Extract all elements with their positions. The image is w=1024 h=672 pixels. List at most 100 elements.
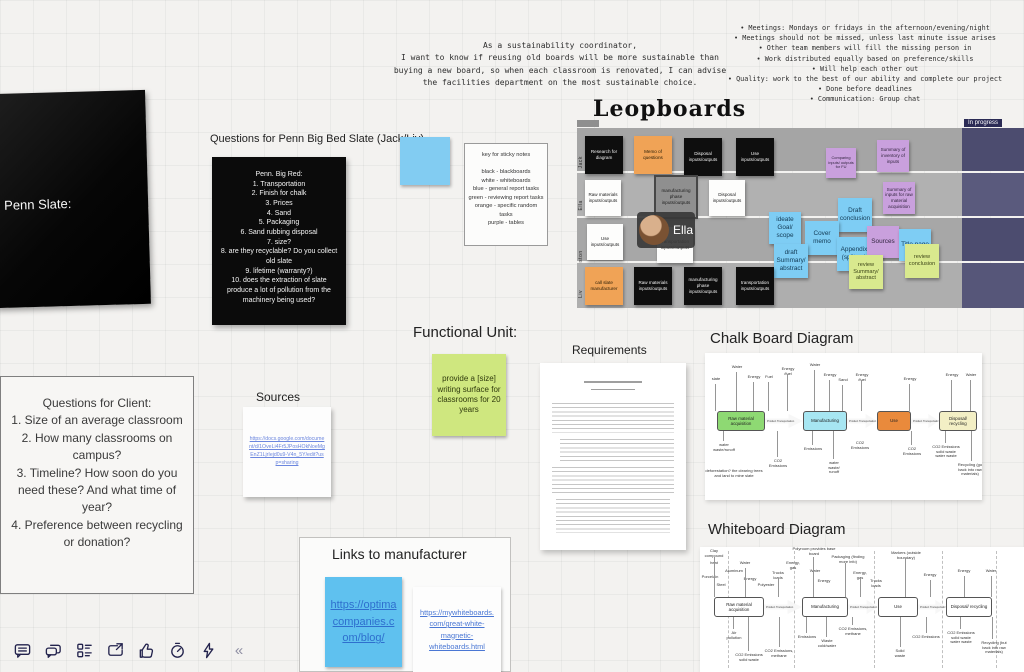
requirements-heading[interactable]: Requirements	[572, 343, 647, 357]
diagram-label: CO2 Emissions solid waste water waste	[932, 444, 960, 459]
leopboards-kanban-board[interactable]: In progress Jack Ella Preston Liv Resear…	[577, 119, 1024, 308]
requirements-document[interactable]	[540, 363, 686, 550]
diagram-label: Aluminum	[725, 568, 743, 573]
diagram-label: CO2 Emissions, methane	[838, 626, 868, 636]
diagram-arrow: Product Transportation	[764, 599, 802, 615]
sticky-note[interactable]: Raw materials inputs/outputs	[585, 180, 621, 216]
leopboards-title[interactable]: Leopboards	[593, 96, 747, 122]
whiteboard-diagram[interactable]: Clay compound heat Porcelain Steel Alumi…	[700, 546, 1024, 672]
sticky-note[interactable]: Summary of inputs for raw material acqui…	[883, 182, 915, 214]
functional-unit-note[interactable]: provide a [size] writing surface for cla…	[432, 354, 506, 436]
diagram-label: Steel	[716, 582, 726, 587]
sources-link[interactable]: https://docs.google.com/document/d/1OveL…	[249, 436, 325, 466]
sticky-note[interactable]: Raw materials inputs/outputs	[634, 267, 672, 305]
sticky-note[interactable]: Research for diagram	[585, 136, 623, 174]
diagram-label: CO2 Emissions solid waste water waste	[947, 630, 975, 645]
lightning-icon	[203, 642, 213, 658]
whiteboard-diagram-heading[interactable]: Whiteboard Diagram	[708, 521, 846, 538]
sticky-note[interactable]: Cover memo	[805, 221, 839, 255]
frames-button[interactable]	[74, 640, 94, 660]
sticky-note[interactable]: Disposal inputs/outputs	[709, 180, 745, 216]
collapse-toolbar-button[interactable]: «	[229, 640, 249, 660]
diagram-label: water waste/ runoff	[828, 460, 840, 475]
chat-button[interactable]	[43, 640, 63, 660]
sticky-note[interactable]: Sources	[867, 226, 899, 258]
sticky-note[interactable]: Use inputs/outputs	[587, 224, 623, 260]
sticky-note[interactable]: ideate Goal/ scope	[769, 212, 801, 244]
doc-paragraph	[552, 467, 674, 493]
diagram-label: water waste/runoff	[713, 442, 735, 452]
diagram-label: Trucks loads	[772, 570, 784, 579]
diagram-label: CO2 Emissions	[902, 446, 922, 456]
quick-actions-button[interactable]	[198, 640, 218, 660]
thumbs-up-icon	[139, 643, 153, 658]
client-questions-box[interactable]: Questions for Client: 1. Size of an aver…	[0, 376, 194, 594]
diagram-label: Solid waste	[894, 648, 906, 658]
swimlane-label: Ella	[578, 199, 584, 211]
diagram-label: Polyroom provides base board	[792, 546, 836, 556]
collapse-chevrons-icon: «	[234, 641, 244, 659]
team-norms-text[interactable]: • Meetings: Mondays or fridays in the af…	[727, 24, 1003, 104]
diagram-arrow: Product Transportation	[911, 413, 939, 429]
timer-button[interactable]	[167, 640, 187, 660]
chalk-diagram[interactable]: slate Water Energy Fuel Energy /fuel Wat…	[705, 353, 982, 500]
sticky-note[interactable]: Use inputs/outputs	[736, 138, 774, 176]
present-button[interactable]	[105, 640, 125, 660]
doc-paragraph	[556, 499, 670, 533]
sticky-note[interactable]: manufacturing phase inputs/outputs	[684, 267, 722, 305]
diagram-label: Emissions	[797, 634, 817, 639]
diagram-label: Waste cold/water	[817, 638, 837, 648]
diagram-label: Emissions	[803, 446, 823, 451]
manufacturer-link-sticky-1[interactable]: https://optimacompanies.com/blog/	[325, 577, 402, 667]
sources-heading[interactable]: Sources	[256, 390, 301, 404]
blank-blue-sticky[interactable]	[400, 137, 450, 185]
in-progress-column	[962, 173, 1024, 216]
diagram-label: Energy	[743, 576, 757, 581]
swimlane-label: Liv	[578, 289, 584, 298]
sticky-note[interactable]: Disposal inputs/outputs	[684, 138, 722, 176]
bottom-toolbar[interactable]: «	[12, 640, 249, 660]
penn-slate-image[interactable]: Penn Slate:	[0, 89, 151, 309]
swimlane-label: Jack	[578, 155, 584, 168]
diagram-label: Polyester	[757, 582, 775, 587]
sources-sticky[interactable]: https://docs.google.com/document/d/1OveL…	[243, 407, 331, 497]
chalk-diagram-heading[interactable]: Chalk Board Diagram	[710, 330, 854, 347]
diagram-label: Energy, gas	[786, 560, 800, 570]
sticky-note[interactable]: call slate manufacturer	[585, 267, 623, 305]
sticky-note[interactable]: review conclusion	[905, 244, 939, 278]
penn-questions-heading[interactable]: Questions for Penn Big Bed Slate (Jack/L…	[210, 133, 424, 145]
diagram-label: Energy	[747, 374, 761, 379]
penn-questions-note[interactable]: Penn. Big Red: 1. Transportation 2. Fini…	[212, 157, 346, 325]
sticky-note[interactable]: Summary of inventory of inputs	[877, 140, 909, 172]
diagram-arrow: Product Transportation	[847, 413, 877, 429]
sticky-note[interactable]: Memo of questions	[634, 136, 672, 174]
comments-button[interactable]	[12, 640, 32, 660]
sticky-key-box[interactable]: key for sticky notes black - blackboards…	[464, 143, 548, 246]
in-progress-column	[962, 263, 1024, 308]
reactions-button[interactable]	[136, 640, 156, 660]
diagram-stage: Manufacturing	[803, 411, 847, 431]
manufacturer-link-2[interactable]: https://mywhiteboards.com/great-white-ma…	[420, 607, 494, 651]
sticky-note-selected[interactable]: manufacturing phase inputs/outputs	[654, 175, 698, 219]
sticky-note[interactable]: Comparing inputs/ outputs for FU	[826, 148, 856, 178]
sticky-note[interactable]: transportation inputs/outputs	[736, 267, 774, 305]
collaborator-name: Ella	[672, 223, 693, 237]
sticky-note[interactable]: draft Summary/ abstract	[774, 244, 808, 278]
diagram-label: CO2 Emissions	[768, 458, 788, 468]
in-progress-column	[962, 218, 1024, 261]
diagram-label: heat	[708, 560, 720, 566]
user-story-text[interactable]: As a sustainability coordinator, I want …	[393, 41, 727, 88]
diagram-stage: Disposal/ recycling	[946, 597, 992, 617]
sticky-note[interactable]: review Summary/ abstract	[849, 255, 883, 289]
manufacturer-links-heading[interactable]: Links to manufacturer	[332, 546, 467, 562]
diagram-stage: Raw material acquisition	[717, 411, 765, 431]
timer-icon	[170, 642, 184, 658]
doc-paragraph	[552, 403, 674, 433]
board-tag	[577, 120, 599, 127]
sticky-note[interactable]: Draft conclusion	[838, 198, 872, 232]
functional-unit-heading[interactable]: Functional Unit:	[413, 324, 518, 341]
manufacturer-link-sticky-2[interactable]: https://mywhiteboards.com/great-white-ma…	[413, 587, 501, 672]
diagram-stage: Manufacturing	[802, 597, 848, 617]
manufacturer-link-1[interactable]: https://optimacompanies.com/blog/	[330, 599, 397, 645]
